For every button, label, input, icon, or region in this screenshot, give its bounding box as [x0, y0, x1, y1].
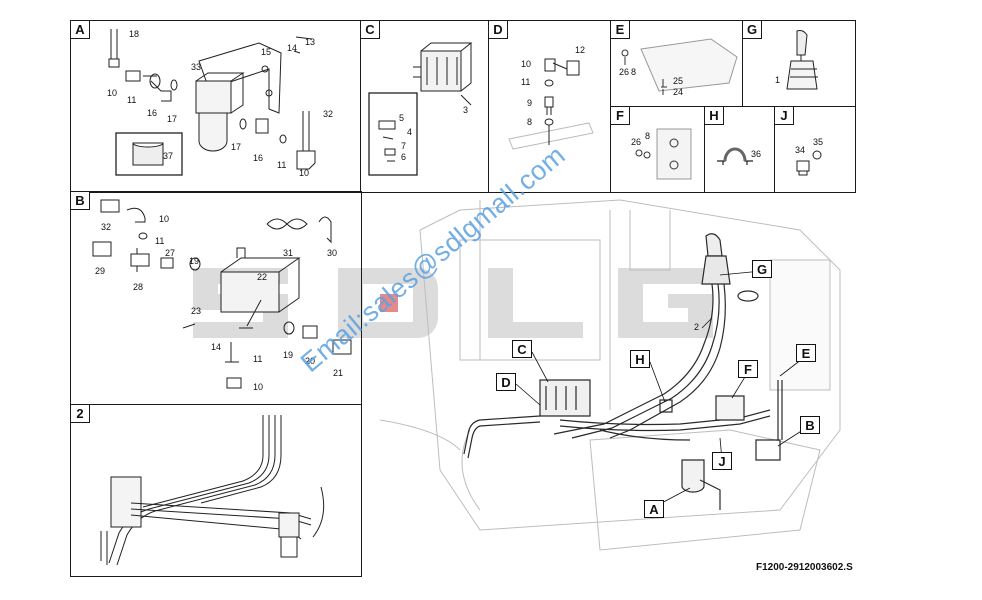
callout-c[interactable]: C: [512, 340, 532, 358]
callout-g[interactable]: G: [752, 260, 772, 278]
part-label: 32: [323, 109, 334, 119]
part-label: 25: [673, 76, 684, 86]
panel-b-label: B: [71, 192, 90, 210]
part-label: 13: [305, 37, 316, 47]
part-label: 22: [257, 272, 268, 282]
part-label: 35: [813, 137, 824, 147]
panel-e-label: E: [611, 21, 630, 39]
callout-b[interactable]: B: [800, 416, 820, 434]
part-label: 5: [399, 113, 405, 123]
panel-c: C 3 5 4 7 6: [360, 20, 490, 193]
panel-c-label: C: [361, 21, 380, 39]
main-part-label-2: 2: [694, 322, 700, 332]
part-label: 6: [401, 152, 407, 162]
panel-h-label: H: [705, 107, 724, 125]
panel-h-drawing: [717, 147, 753, 165]
part-label: 31: [283, 248, 294, 258]
callout-d[interactable]: D: [496, 373, 516, 391]
part-label: 29: [95, 266, 106, 276]
callout-a[interactable]: A: [644, 500, 664, 518]
panel-j-drawing: [796, 150, 822, 176]
part-label: 8: [631, 67, 637, 77]
callout-f[interactable]: F: [738, 360, 758, 378]
panel-e: E 26 8 25 24: [610, 20, 744, 108]
part-label: 19: [283, 350, 294, 360]
part-label: 8: [527, 117, 533, 127]
part-label: 28: [133, 282, 144, 292]
part-label: 10: [521, 59, 532, 69]
panel-h: H 36: [704, 106, 776, 193]
panel-2-drawing: [100, 415, 325, 566]
part-label: 37: [163, 151, 174, 161]
panel-f: F 26 8: [610, 106, 706, 193]
panel-a-label: A: [71, 21, 90, 39]
part-label: 17: [231, 142, 242, 152]
panel-j: J 35 34: [774, 106, 856, 193]
part-label: 14: [287, 43, 298, 53]
part-label: 16: [147, 108, 158, 118]
part-label: 10: [107, 88, 118, 98]
panel-2: 2: [70, 404, 362, 577]
part-label: 9: [527, 98, 533, 108]
panel-a-drawing: [108, 29, 316, 176]
part-label: 14: [211, 342, 222, 352]
part-label: 27: [165, 248, 176, 258]
panel-e-drawing: [621, 38, 738, 95]
part-label: 30: [327, 248, 338, 258]
panel-g-drawing: [786, 30, 818, 90]
figure-code: F1200-2912003602.S: [756, 562, 853, 573]
part-label: 26: [631, 137, 642, 147]
part-label: 36: [751, 149, 762, 159]
panel-g-label: G: [743, 21, 762, 39]
part-label: 11: [277, 160, 287, 170]
part-label: 34: [795, 145, 806, 155]
part-label: 10: [253, 382, 264, 392]
part-label: 21: [333, 368, 344, 378]
part-label: 32: [101, 222, 112, 232]
part-label: 16: [253, 153, 264, 163]
part-label: 7: [401, 141, 407, 151]
panel-c-drawing: [368, 42, 473, 176]
panel-2-label: 2: [71, 405, 90, 423]
part-label: 3: [463, 105, 469, 115]
callout-h[interactable]: H: [630, 350, 650, 368]
part-label: 19: [189, 256, 200, 266]
panel-d-label: D: [489, 21, 508, 39]
part-label: 24: [673, 87, 684, 97]
part-label: 33: [191, 62, 202, 72]
part-label: 26: [619, 67, 630, 77]
part-label: 17: [167, 114, 178, 124]
panel-d: D 10 12 11 9 8: [488, 20, 612, 193]
part-label: 11: [127, 95, 137, 105]
part-label: 11: [253, 354, 263, 364]
part-label: 12: [575, 45, 586, 55]
part-label: 10: [159, 214, 170, 224]
panel-g: G 1: [742, 20, 856, 108]
part-label: 4: [407, 127, 413, 137]
part-label: 11: [155, 236, 165, 246]
part-label: 23: [191, 306, 202, 316]
callout-e[interactable]: E: [796, 344, 816, 362]
part-label: 10: [299, 168, 310, 178]
panel-d-drawing: [508, 58, 594, 150]
part-label: 11: [521, 77, 531, 87]
panel-f-drawing: [635, 128, 692, 180]
part-label: 8: [645, 131, 651, 141]
part-label: 15: [261, 47, 272, 57]
part-label: 20: [305, 356, 316, 366]
panel-j-label: J: [775, 107, 794, 125]
panel-b-drawing: [92, 199, 352, 389]
panel-f-label: F: [611, 107, 630, 125]
part-label: 1: [775, 75, 781, 85]
panel-a: A 18 10 11 16 17 33 15: [70, 20, 362, 193]
callout-j[interactable]: J: [712, 452, 732, 470]
part-label: 18: [129, 29, 140, 39]
